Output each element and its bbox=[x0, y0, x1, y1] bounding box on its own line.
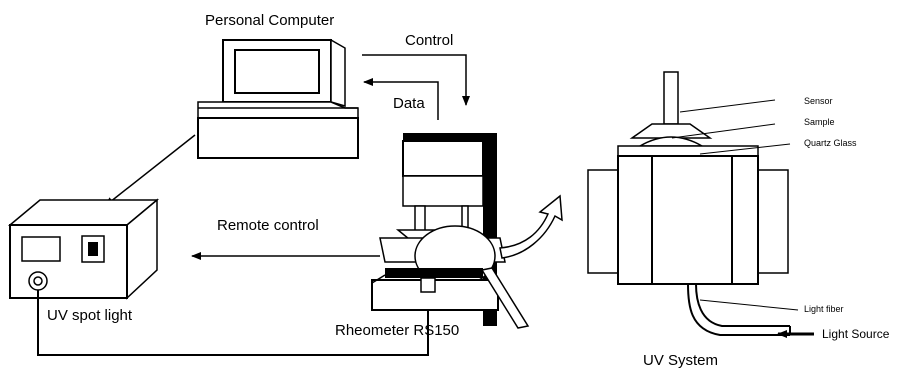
desktop-top bbox=[197, 101, 359, 119]
rheometer-label: Rheometer RS150 bbox=[335, 322, 459, 339]
holder-left bbox=[587, 169, 619, 274]
sample-label: Sample bbox=[804, 117, 835, 127]
sensor-cone bbox=[629, 123, 713, 139]
personal-computer-label: Personal Computer bbox=[205, 12, 334, 29]
monitor-side bbox=[330, 38, 346, 107]
monitor-screen bbox=[234, 49, 320, 94]
quartz-glass-label: Quartz Glass bbox=[804, 138, 857, 148]
light-guide-column bbox=[651, 155, 733, 285]
uv-display-window bbox=[21, 236, 61, 262]
control-arrow bbox=[362, 54, 470, 106]
sensor-shaft bbox=[663, 71, 679, 125]
uv-system: Sensor Sample Quartz Glass Light fiber U… bbox=[587, 71, 857, 369]
sensor-label: Sensor bbox=[804, 96, 833, 106]
holder-right bbox=[757, 169, 789, 274]
uv-spot-light-label: UV spot light bbox=[47, 307, 133, 324]
zoom-curved-arrow bbox=[499, 194, 563, 259]
uv-switch-inner bbox=[88, 242, 98, 256]
uv-cable bbox=[37, 290, 429, 356]
rheometer-head bbox=[402, 140, 484, 177]
rheometer-rod bbox=[480, 267, 530, 329]
rheometer: Rheometer RS150 bbox=[335, 133, 530, 339]
rheometer-lower-stage bbox=[385, 268, 483, 278]
data-label: Data bbox=[393, 95, 425, 112]
quartz-glass-plate bbox=[617, 145, 759, 157]
rheometer-shaft bbox=[414, 205, 426, 233]
personal-computer: Personal Computer bbox=[197, 12, 359, 159]
control-label: Control bbox=[405, 32, 453, 49]
pc-to-uv-arrow bbox=[104, 134, 196, 207]
data-arrow bbox=[363, 78, 439, 120]
rheometer-lamp-connector bbox=[420, 277, 436, 293]
light-fiber bbox=[687, 283, 790, 336]
light-fiber-label: Light fiber bbox=[804, 304, 844, 314]
light-source-label: Light Source bbox=[822, 327, 890, 341]
remote-control-label: Remote control bbox=[217, 217, 319, 234]
uv-system-label: UV System bbox=[643, 352, 718, 369]
uv-spot-light: UV spot light bbox=[7, 198, 160, 324]
desktop-base bbox=[197, 117, 359, 159]
rheometer-head-top bbox=[403, 133, 483, 141]
